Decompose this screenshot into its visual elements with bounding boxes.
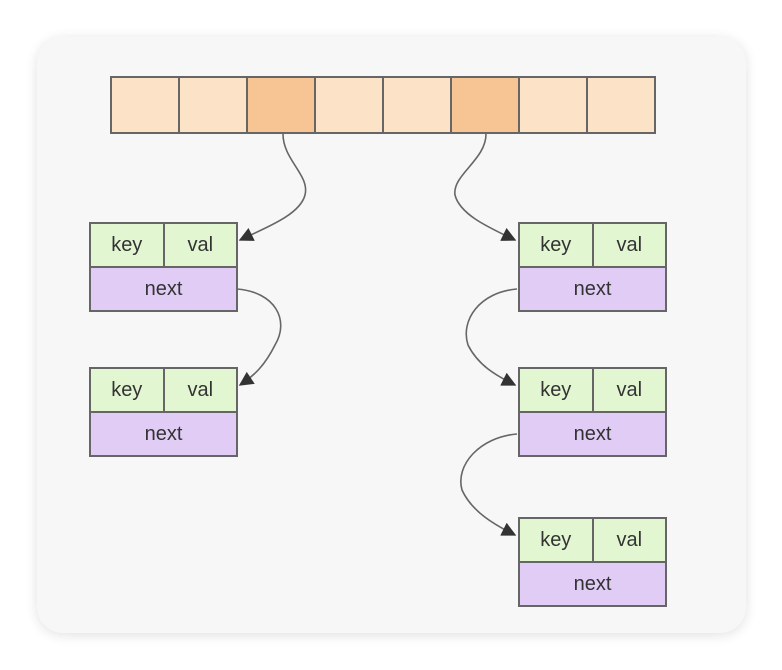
- hash-bucket-array: [110, 76, 656, 134]
- arrow-left-next: [236, 288, 282, 386]
- node-val: val: [164, 224, 236, 266]
- bucket-cell-occupied: [248, 78, 314, 132]
- node-next: next: [520, 413, 665, 455]
- node-key: key: [520, 224, 592, 266]
- node-next: next: [91, 413, 236, 455]
- arrow-bucket-to-left-node: [238, 133, 307, 241]
- node-val: val: [593, 224, 665, 266]
- bucket-cell: [520, 78, 586, 132]
- node-val: val: [164, 369, 236, 411]
- bucket-cell-occupied: [452, 78, 518, 132]
- node-next: next: [520, 563, 665, 605]
- bucket-cell: [112, 78, 178, 132]
- node-left-1: key val next: [89, 222, 238, 312]
- node-key: key: [91, 224, 163, 266]
- bucket-cell: [384, 78, 450, 132]
- node-next: next: [520, 268, 665, 310]
- node-right-1: key val next: [518, 222, 667, 312]
- node-val: val: [593, 369, 665, 411]
- node-left-2: key val next: [89, 367, 238, 457]
- node-val: val: [593, 519, 665, 561]
- arrow-right-next-1: [465, 288, 518, 386]
- node-next: next: [91, 268, 236, 310]
- node-key: key: [520, 519, 592, 561]
- bucket-cell: [588, 78, 654, 132]
- bucket-cell: [316, 78, 382, 132]
- node-key: key: [520, 369, 592, 411]
- arrow-bucket-to-right-node: [454, 133, 517, 241]
- bucket-cell: [180, 78, 246, 132]
- node-key: key: [91, 369, 163, 411]
- node-right-3: key val next: [518, 517, 667, 607]
- arrow-right-next-2: [460, 433, 518, 536]
- node-right-2: key val next: [518, 367, 667, 457]
